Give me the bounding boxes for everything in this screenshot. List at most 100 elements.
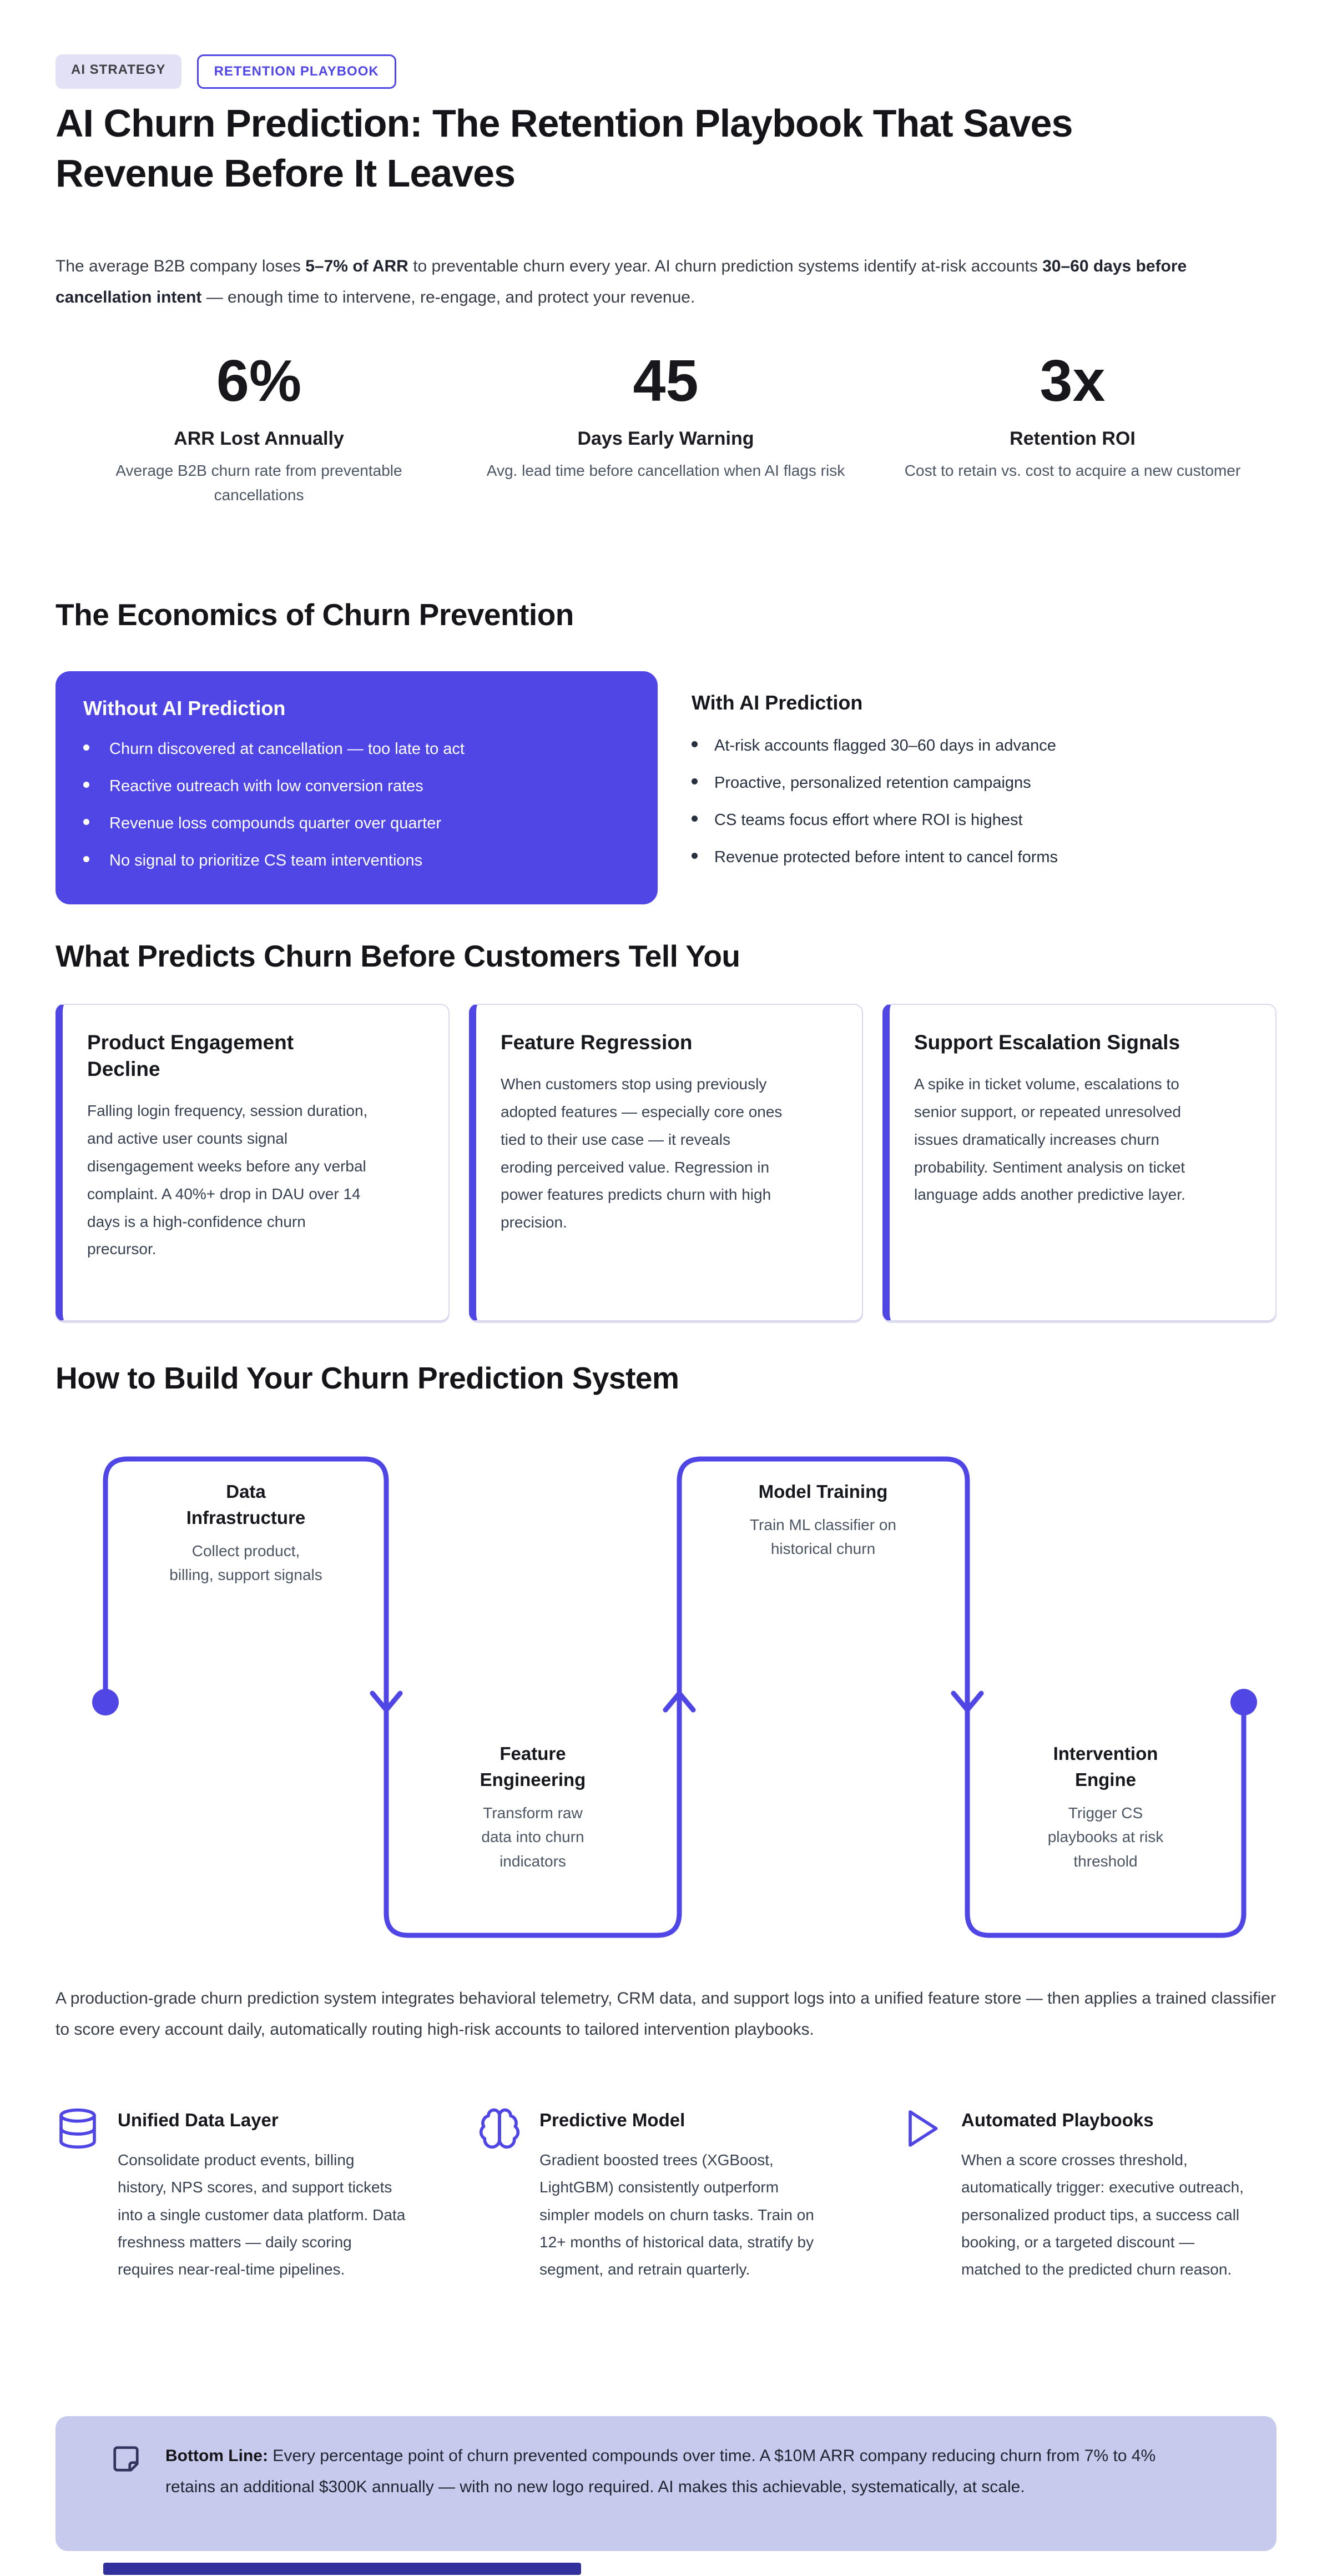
stat-description: Average B2B churn rate from preventable … xyxy=(115,461,402,504)
page-title: AI Churn Prediction: The Retention Playb… xyxy=(56,102,1073,195)
list-item-text: Revenue protected before intent to cance… xyxy=(714,848,1058,866)
list-item-text: Churn discovered at cancellation — too l… xyxy=(109,740,465,758)
step-title: Feature Engineering xyxy=(480,1743,586,1790)
list-item-text: Reactive outreach with low conversion ra… xyxy=(109,777,423,795)
bullet-dot-icon xyxy=(692,816,698,822)
component-body: Consolidate product events, billing hist… xyxy=(118,2151,406,2278)
component-predictive-model: Predictive Model Gradient boosted trees … xyxy=(477,2101,855,2283)
card-support-escalation: Support Escalation Signals A spike in ti… xyxy=(882,1004,1276,1321)
step-model-training: Model Training Train ML classifier on hi… xyxy=(745,1479,901,1561)
stat-label: Days Early Warning xyxy=(577,427,754,449)
list-item-text: No signal to prioritize CS team interven… xyxy=(109,852,423,869)
list-item: No signal to prioritize CS team interven… xyxy=(83,852,630,870)
intro-mid: to preventable churn every year. AI chur… xyxy=(408,257,1043,275)
component-title: Unified Data Layer xyxy=(118,2110,279,2130)
card-body: When customers stop using previously ado… xyxy=(501,1075,783,1231)
with-ai-title: With AI Prediction xyxy=(692,691,863,714)
intro-post: — enough time to intervene, re-engage, a… xyxy=(201,288,695,306)
stat-value: 6% xyxy=(216,348,302,414)
list-item: Churn discovered at cancellation — too l… xyxy=(83,740,630,758)
list-item-text: At-risk accounts flagged 30–60 days in a… xyxy=(714,737,1056,754)
step-feature-engineering: Feature Engineering Transform raw data i… xyxy=(455,1741,610,1873)
arrow-up-icon xyxy=(663,1690,696,1713)
intro-bold-days: 30–60 days before cancellation intent xyxy=(56,257,1187,306)
component-text: Predictive Model Gradient boosted trees … xyxy=(526,2101,828,2283)
component-body: Gradient boosted trees (XGBoost, LightGB… xyxy=(539,2151,814,2278)
badge-row: AI STRATEGY RETENTION PLAYBOOK xyxy=(56,54,396,89)
brain-icon xyxy=(477,2101,526,2283)
badge-retention-playbook: RETENTION PLAYBOOK xyxy=(196,54,396,89)
without-ai-title: Without AI Prediction xyxy=(83,697,286,720)
step-body: Trigger CS playbooks at risk threshold xyxy=(1047,1804,1164,1870)
step-body: Collect product, billing, support signal… xyxy=(169,1542,322,1584)
list-item: CS teams focus effort where ROI is highe… xyxy=(692,811,1280,829)
bullet-dot-icon xyxy=(83,744,89,751)
bullet-dot-icon xyxy=(692,741,698,747)
play-icon xyxy=(899,2101,948,2283)
stat-retention-roi: 3x Retention ROI Cost to retain vs. cost… xyxy=(869,349,1276,508)
step-data-infrastructure: Data Infrastructure Collect product, bil… xyxy=(168,1479,324,1587)
stats-row: 6% ARR Lost Annually Average B2B churn r… xyxy=(56,349,1276,508)
step-body: Transform raw data into churn indicators xyxy=(481,1804,584,1870)
intro-pre: The average B2B company loses xyxy=(56,257,306,275)
list-item-text: CS teams focus effort where ROI is highe… xyxy=(714,811,1023,829)
component-title: Predictive Model xyxy=(539,2110,685,2130)
with-ai-panel: With AI Prediction At-risk accounts flag… xyxy=(692,691,1280,886)
horizontal-scrollbar-thumb[interactable] xyxy=(103,2563,581,2575)
bottom-line-callout: Bottom Line: Every percentage point of c… xyxy=(56,2416,1276,2551)
stat-description: Cost to retain vs. cost to acquire a new… xyxy=(904,461,1241,479)
step-intervention-engine: Intervention Engine Trigger CS playbooks… xyxy=(1028,1741,1183,1873)
without-ai-panel: Without AI Prediction Churn discovered a… xyxy=(56,671,658,904)
list-item: Revenue protected before intent to cance… xyxy=(692,848,1280,867)
card-body: A spike in ticket volume, escalations to… xyxy=(914,1075,1185,1204)
list-item-text: Proactive, personalized retention campai… xyxy=(714,774,1031,792)
flow-start-dot xyxy=(92,1689,119,1715)
component-automated-playbooks: Automated Playbooks When a score crosses… xyxy=(899,2101,1276,2283)
note-icon xyxy=(111,2441,141,2551)
stat-label: ARR Lost Annually xyxy=(174,427,344,449)
component-unified-data-layer: Unified Data Layer Consolidate product e… xyxy=(56,2101,433,2283)
card-title: Product Engagement Decline xyxy=(87,1031,294,1081)
list-item: Reactive outreach with low conversion ra… xyxy=(83,777,630,796)
list-item-text: Revenue loss compounds quarter over quar… xyxy=(109,814,442,832)
component-body: When a score crosses threshold, automati… xyxy=(961,2151,1244,2278)
bottom-line-body: Every percentage point of churn prevente… xyxy=(165,2447,1156,2496)
stat-value: 3x xyxy=(1040,348,1106,414)
bullet-dot-icon xyxy=(692,853,698,859)
flow-end-dot xyxy=(1230,1689,1257,1715)
predictor-cards: Product Engagement Decline Falling login… xyxy=(56,1004,1276,1321)
arrow-down-icon xyxy=(951,1690,984,1713)
arrow-down-icon xyxy=(370,1690,403,1713)
step-title: Data Infrastructure xyxy=(186,1481,306,1528)
card-product-engagement: Product Engagement Decline Falling login… xyxy=(56,1004,450,1321)
intro-paragraph: The average B2B company loses 5–7% of AR… xyxy=(56,251,1265,313)
build-heading: How to Build Your Churn Prediction Syste… xyxy=(56,1361,679,1395)
stat-description: Avg. lead time before cancellation when … xyxy=(486,461,845,479)
stat-value: 45 xyxy=(633,348,699,414)
list-item: Proactive, personalized retention campai… xyxy=(692,774,1280,792)
predictors-heading: What Predicts Churn Before Customers Tel… xyxy=(56,939,740,973)
badge-ai-strategy: AI STRATEGY xyxy=(56,54,181,89)
list-item: At-risk accounts flagged 30–60 days in a… xyxy=(692,737,1280,755)
stat-early-warning: 45 Days Early Warning Avg. lead time bef… xyxy=(462,349,869,508)
bullet-dot-icon xyxy=(692,778,698,784)
card-title: Feature Regression xyxy=(501,1031,693,1054)
components-row: Unified Data Layer Consolidate product e… xyxy=(56,2101,1276,2283)
without-ai-list: Churn discovered at cancellation — too l… xyxy=(83,740,630,870)
economics-heading: The Economics of Churn Prevention xyxy=(56,597,574,632)
bullet-dot-icon xyxy=(83,819,89,825)
bottom-line-label: Bottom Line: xyxy=(165,2447,268,2465)
bullet-dot-icon xyxy=(83,856,89,862)
component-text: Automated Playbooks When a score crosses… xyxy=(948,2101,1250,2283)
component-title: Automated Playbooks xyxy=(961,2110,1154,2130)
step-body: Train ML classifier on historical churn xyxy=(749,1516,896,1558)
stat-label: Retention ROI xyxy=(1010,427,1136,449)
step-title: Model Training xyxy=(758,1481,888,1502)
with-ai-list: At-risk accounts flagged 30–60 days in a… xyxy=(692,737,1280,867)
card-body: Falling login frequency, session duratio… xyxy=(87,1102,368,1258)
step-title: Intervention Engine xyxy=(1053,1743,1158,1790)
list-item: Revenue loss compounds quarter over quar… xyxy=(83,814,630,833)
card-feature-regression: Feature Regression When customers stop u… xyxy=(469,1004,863,1321)
build-summary-paragraph: A production-grade churn prediction syst… xyxy=(56,1989,1276,2039)
